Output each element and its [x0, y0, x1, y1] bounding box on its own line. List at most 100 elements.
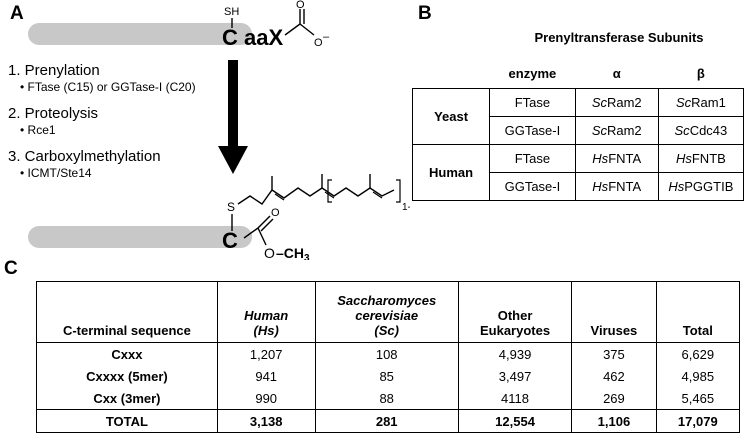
protein-bar-top	[28, 23, 252, 45]
ester-bond-2	[257, 227, 267, 246]
ester-double-1	[257, 215, 271, 229]
panel-label-a: A	[10, 3, 24, 24]
cell-viruses: 269	[571, 387, 657, 410]
row-label: Cxx (3mer)	[36, 387, 218, 410]
prenyl-double-3	[372, 191, 383, 199]
ester-bond-1	[243, 227, 259, 239]
step-2-title: 2. Proteolysis	[8, 105, 99, 122]
empty-header-cell	[412, 58, 490, 89]
prenyl-chain	[237, 187, 395, 205]
prenyl-double-2	[324, 191, 335, 199]
alpha-cell: ScRam2	[574, 116, 659, 145]
cell-total: 17,079	[655, 409, 741, 433]
cell-total: 6,629	[655, 342, 741, 365]
carboxyl-bond-2	[299, 23, 315, 36]
protein-bar-bottom	[28, 226, 252, 248]
repeat-bracket-left	[327, 179, 332, 203]
ester-o-top: O	[271, 207, 280, 219]
prenyl-double-1	[274, 193, 285, 201]
header-total: Total	[655, 281, 741, 343]
alpha-cell: HsFNTA	[574, 172, 659, 201]
cell-human: 3,138	[216, 409, 316, 433]
sh-label: SH	[224, 6, 239, 18]
beta-cell: ScRam1	[657, 88, 744, 117]
beta-cell: HsPGGTIB	[657, 172, 744, 201]
carboxyl-o-right: O	[314, 37, 323, 49]
header-viruses: Viruses	[571, 281, 657, 343]
table-header-row: enzyme α β	[412, 58, 744, 89]
modification-steps: 1. Prenylation • FTase (C15) or GGTase-I…	[8, 62, 258, 191]
cell-other: 4,939	[457, 342, 573, 365]
cell-viruses: 462	[571, 365, 657, 387]
carboxyl-o-top: O	[296, 0, 305, 11]
table-row: GGTase-I ScRam2 ScCdc43	[413, 116, 744, 145]
cell-total: 4,985	[655, 365, 741, 387]
table-row: Cxx (3mer) 990 88 4118 269 5,465	[36, 387, 741, 410]
panel-label-b: B	[418, 3, 432, 24]
col-enzyme: enzyme	[489, 58, 576, 89]
carboxyl-charge: –	[323, 31, 330, 43]
organism-yeast: Yeast	[411, 88, 491, 145]
carboxyl-bond-1	[284, 23, 301, 36]
cys-label-top: C	[222, 25, 238, 50]
ester-o: O	[264, 245, 275, 260]
table-row: Yeast FTase ScRam2 ScRam1	[411, 88, 744, 145]
cterminal-sequence-table: C-terminal sequence Human(Hs) Saccharomy…	[36, 281, 741, 433]
total-row: TOTAL 3,138 281 12,554 1,106 17,079	[36, 409, 741, 433]
cell-human: 1,207	[216, 342, 316, 365]
cell-other: 12,554	[457, 409, 573, 433]
alpha-cell: HsFNTA	[574, 144, 659, 173]
step-3-title: 3. Carboxylmethylation	[8, 148, 161, 165]
col-beta: β	[658, 58, 744, 89]
table-row: Human FTase HsFNTA HsFNTB	[411, 144, 744, 201]
row-label: Cxxxx (5mer)	[36, 365, 218, 387]
step-1-detail: • FTase (C15) or GGTase-I (C20)	[20, 80, 196, 94]
prenylation-diagram: C SH aaX O O – C S 1-2 O O –CH3	[28, 0, 410, 260]
cell-human: 990	[216, 387, 316, 410]
cys-label-bottom: C	[222, 228, 238, 253]
cell-viruses: 375	[571, 342, 657, 365]
cell-other: 4118	[457, 387, 573, 410]
alpha-cell: ScRam2	[574, 88, 659, 117]
table-row: Cxxx 1,207 108 4,939 375 6,629	[36, 342, 741, 365]
step-3-detail: • ICMT/Ste14	[20, 166, 92, 180]
enzyme-cell: FTase	[489, 144, 576, 173]
organism-human: Human	[411, 144, 491, 201]
col-alpha: α	[575, 58, 659, 89]
prenyltransferase-table: enzyme α β Yeast FTase ScRam2 ScRam1 GGT…	[411, 58, 744, 201]
cell-sc: 108	[314, 342, 459, 365]
cell-human: 941	[216, 365, 316, 387]
step-1-title: 1. Prenylation	[8, 62, 100, 79]
methyl-group: –CH3	[276, 245, 310, 260]
enzyme-cell: FTase	[489, 88, 576, 117]
cell-sc: 281	[314, 409, 459, 433]
ester-double-2	[260, 218, 274, 232]
step-2-detail: • Rce1	[20, 123, 56, 137]
cell-sc: 85	[314, 365, 459, 387]
arrow-shaft	[228, 60, 238, 146]
table-row: Cxxxx (5mer) 941 85 3,497 462 4,985	[36, 365, 741, 387]
panel-label-c: C	[4, 258, 18, 279]
cell-sc: 88	[314, 387, 459, 410]
repeat-bracket-right	[396, 179, 401, 203]
subunits-header: Prenyltransferase Subunits	[534, 30, 704, 45]
table-row: GGTase-I HsFNTA HsPGGTIB	[413, 172, 744, 201]
arrow-head	[218, 146, 248, 174]
header-seq: C-terminal sequence	[36, 281, 218, 343]
cell-total: 5,465	[655, 387, 741, 410]
s-label: S	[227, 200, 235, 214]
beta-cell: HsFNTB	[657, 144, 744, 173]
row-label: TOTAL	[36, 409, 218, 433]
cell-viruses: 1,106	[571, 409, 657, 433]
enzyme-cell: GGTase-I	[489, 172, 576, 201]
header-human: Human(Hs)	[216, 281, 316, 343]
row-label: Cxxx	[36, 342, 218, 365]
repeat-subscript: 1-2	[402, 202, 410, 213]
cell-other: 3,497	[457, 365, 573, 387]
beta-cell: ScCdc43	[657, 116, 744, 145]
enzyme-cell: GGTase-I	[489, 116, 576, 145]
table-header-row: C-terminal sequence Human(Hs) Saccharomy…	[36, 281, 741, 343]
aax-label: aaX	[244, 25, 283, 50]
